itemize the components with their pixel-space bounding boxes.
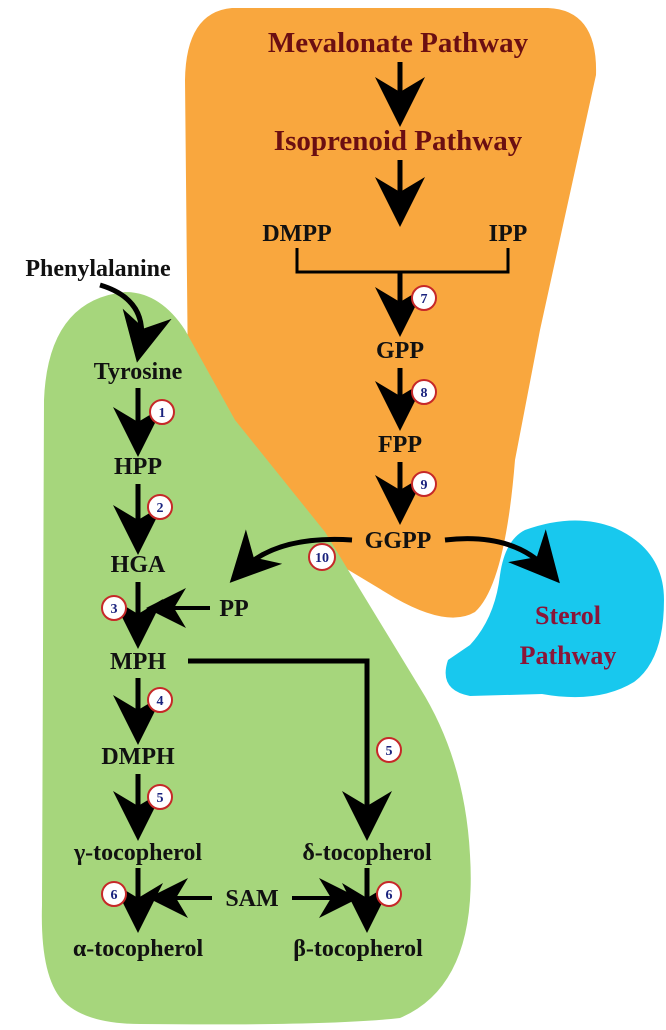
svg-text:6: 6 — [111, 888, 118, 903]
ggpp-label: GGPP — [365, 528, 432, 554]
enzyme-marker-5-left: 5 — [147, 784, 173, 810]
enzyme-marker-8: 8 — [411, 379, 437, 405]
dmpp-label: DMPP — [262, 221, 331, 247]
ipp-label: IPP — [489, 221, 528, 247]
enzyme-marker-6-right: 6 — [376, 881, 402, 907]
hga-label: HGA — [111, 552, 166, 578]
enzyme-marker-6-left: 6 — [101, 881, 127, 907]
enzyme-marker-3: 3 — [101, 595, 127, 621]
hpp-label: HPP — [114, 454, 162, 480]
beta-tocopherol-label: β-tocopherol — [293, 936, 423, 962]
mevalonate-label: Mevalonate Pathway — [268, 27, 529, 59]
tyrosine-label: Tyrosine — [94, 359, 183, 385]
svg-text:2: 2 — [157, 501, 164, 516]
arrow-ggpp-pp — [229, 529, 353, 583]
enzyme-marker-7: 7 — [411, 285, 437, 311]
svg-text:4: 4 — [157, 694, 164, 709]
gamma-tocopherol-label: γ-tocopherol — [73, 840, 202, 866]
svg-text:5: 5 — [157, 791, 164, 806]
alpha-tocopherol-label: α-tocopherol — [73, 936, 204, 962]
svg-text:8: 8 — [421, 386, 428, 401]
tocopherol-region — [41, 292, 471, 1025]
enzyme-marker-9: 9 — [411, 471, 437, 497]
arrow-phenylalanine-tyrosine — [99, 282, 172, 363]
svg-text:6: 6 — [386, 888, 393, 903]
enzyme-marker-10: 10 — [308, 543, 336, 571]
enzyme-marker-2: 2 — [147, 494, 173, 520]
svg-text:3: 3 — [111, 602, 118, 617]
delta-tocopherol-label: δ-tocopherol — [302, 840, 432, 866]
enzyme-marker-4: 4 — [147, 687, 173, 713]
svg-text:9: 9 — [421, 478, 428, 493]
svg-text:5: 5 — [386, 744, 393, 759]
enzyme-marker-1: 1 — [149, 399, 175, 425]
mph-label: MPH — [110, 649, 166, 675]
sterol-label-line1: Sterol — [535, 601, 601, 630]
arrow-ggpp-sterol — [444, 529, 560, 584]
svg-text:1: 1 — [159, 406, 166, 421]
dmph-label: DMPH — [101, 744, 175, 770]
svg-text:7: 7 — [421, 292, 428, 307]
svg-text:10: 10 — [315, 551, 329, 566]
sterol-region — [445, 520, 664, 698]
arrow-mph-delta — [188, 658, 392, 841]
enzyme-marker-5-right: 5 — [376, 737, 402, 763]
phenylalanine-label: Phenylalanine — [25, 256, 171, 282]
pp-label: PP — [219, 596, 248, 622]
sam-label: SAM — [225, 886, 278, 912]
isoprenoid-label: Isoprenoid Pathway — [274, 125, 523, 157]
gpp-label: GPP — [376, 338, 424, 364]
fpp-label: FPP — [378, 432, 422, 458]
sterol-label-line2: Pathway — [520, 641, 617, 670]
